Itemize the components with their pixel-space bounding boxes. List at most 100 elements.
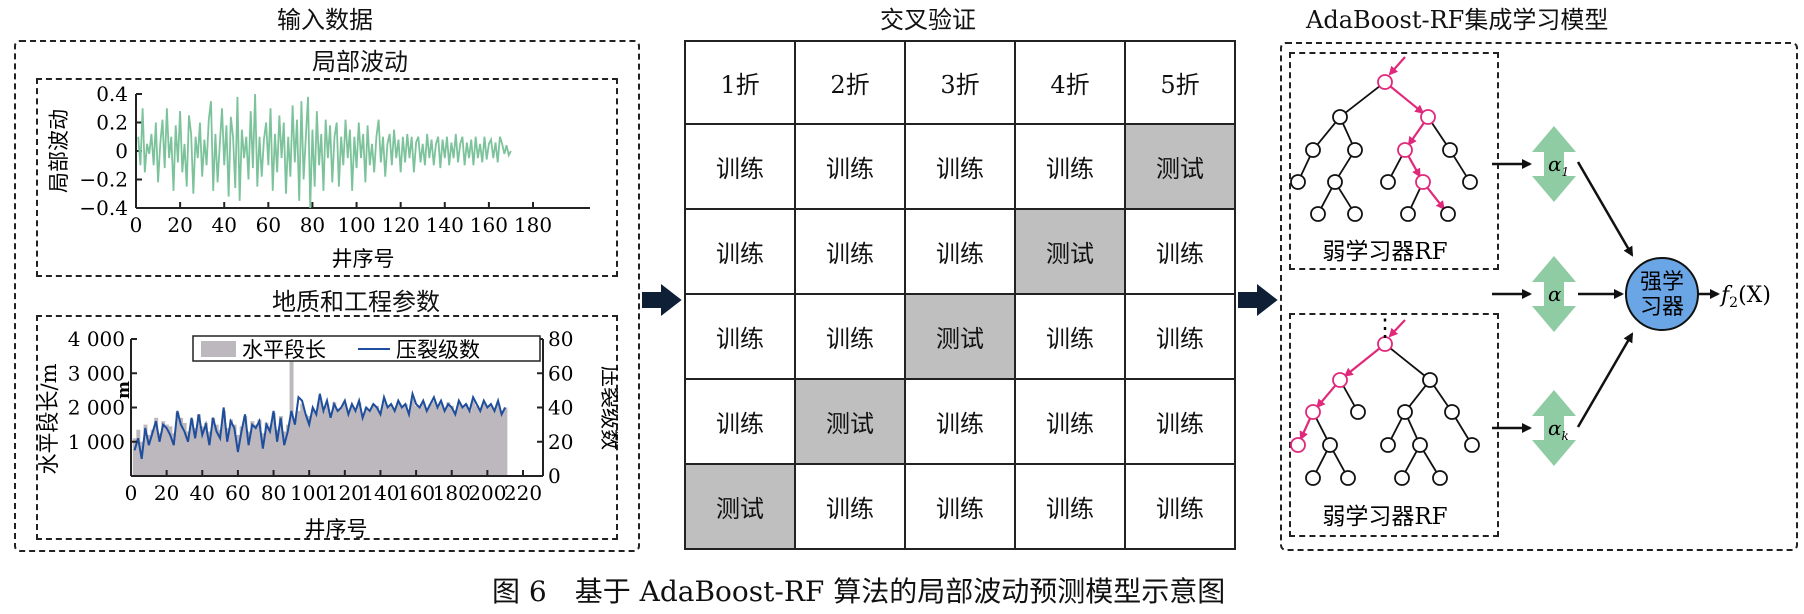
tree-edge: [1300, 155, 1311, 177]
chart1-ytick-label: 0: [115, 139, 128, 163]
tree-edge-highlight: [1299, 417, 1312, 441]
chart2-bar: [214, 424, 219, 476]
tree-node: [1350, 404, 1366, 420]
chart2-bar: [275, 429, 280, 476]
cv-cell-train: 训练: [904, 463, 1016, 550]
chart2-bar: [396, 402, 401, 476]
weight-to-strong-arrows: [1576, 161, 1634, 428]
chart1-xtick-label: 60: [256, 213, 281, 237]
chart2-bar: [318, 400, 323, 476]
chart1-ytick-label: −0.2: [79, 168, 128, 192]
weak-learner-label-top: 弱学习器RF: [1322, 239, 1447, 265]
cv-cell-train: 训练: [1124, 208, 1236, 295]
cv-cell-train: 训练: [684, 123, 796, 210]
chart2-bar: [157, 433, 162, 476]
chart2-xlabel: 井序号: [305, 517, 368, 541]
tree-node-highlight: [1415, 174, 1431, 190]
chart2-xtick-label: 220: [504, 481, 542, 505]
chart2-bar: [367, 409, 372, 476]
cv-cell-test: 测试: [1014, 208, 1126, 295]
tree-edge: [1452, 155, 1468, 177]
chart2-xtick-label: 160: [397, 481, 435, 505]
chart1-xtick-label: 180: [514, 213, 552, 237]
chart2-bar: [435, 407, 440, 476]
tree-edge-highlight: [1316, 384, 1337, 409]
chart2-xtick-label: 40: [190, 481, 215, 505]
tree-node: [1380, 174, 1396, 190]
chart2-bar: [164, 424, 169, 476]
chart2-bar: [489, 405, 494, 476]
chart2-bar: [289, 357, 294, 476]
weight-icon: α1: [1532, 126, 1576, 202]
chart2-xtick-label: 0: [125, 481, 138, 505]
tree-edge: [1433, 385, 1449, 407]
chart2-ytick-left-label: 2 000: [68, 396, 125, 420]
chart1-title: 局部波动: [312, 48, 408, 76]
chart2-bar: [407, 410, 412, 476]
tree-node: [1322, 437, 1338, 453]
chart2-bar: [343, 404, 347, 476]
chart2-bar: [335, 409, 340, 476]
model-section-title: AdaBoost-RF集成学习模型: [1306, 6, 1609, 34]
tree-edge-highlight: [1407, 155, 1421, 178]
cv-cell-train: 训练: [1014, 463, 1126, 550]
tree-edge: [1390, 155, 1403, 177]
tree-edge: [1422, 450, 1438, 473]
input-data-panel: [14, 40, 640, 552]
cv-cell-train: 训练: [1124, 378, 1236, 465]
tree-node-highlight: [1305, 404, 1321, 420]
chart2-legend: 水平段长 压裂级数: [192, 335, 541, 362]
chart2-bar: [378, 410, 383, 476]
tree-edge: [1404, 450, 1418, 473]
chart2-bar: [229, 419, 233, 476]
chart2-bar: [196, 414, 201, 476]
cv-cell-train: 训练: [794, 123, 906, 210]
cv-cell-train: 训练: [1124, 463, 1236, 550]
tree-node: [1340, 470, 1356, 486]
tree-edge-highlight: [1407, 122, 1425, 146]
chart2-bar: [389, 405, 394, 476]
chart1-xtick-label: 80: [300, 213, 325, 237]
chart2-bar: [499, 410, 504, 476]
tree-node: [1327, 174, 1343, 190]
decision-tree-top: [1290, 56, 1478, 222]
cv-cell-train: 训练: [684, 293, 796, 380]
chart2-bar: [471, 400, 476, 476]
chart2-xtick-label: 180: [433, 481, 471, 505]
chart2-bar: [207, 431, 212, 476]
cv-cell-train: 训练: [684, 208, 796, 295]
chart2-bar: [307, 416, 312, 476]
chart1-xtick-label: 40: [211, 213, 236, 237]
tree-node-highlight: [1420, 109, 1436, 125]
chart2-bar: [439, 404, 444, 476]
chart2-bar: [225, 428, 230, 476]
chart1-ytick-label: 0.4: [96, 82, 128, 106]
chart1-ylabel: 局部波动: [47, 109, 71, 193]
tree-node-highlight: [1290, 437, 1306, 453]
tree-edge: [1332, 450, 1346, 473]
chart2-bar: [182, 422, 187, 476]
chart2-series-line: [133, 389, 507, 460]
chart2-ytick-left-label: 4 000: [68, 327, 125, 351]
input-section-title: 输入数据: [277, 6, 373, 34]
chart2-bar: [410, 398, 415, 476]
tree-edge: [1407, 418, 1418, 439]
tree-node: [1400, 206, 1416, 222]
tree-edge: [1342, 385, 1356, 407]
tree-edge: [1316, 121, 1337, 146]
chart2-bar: [467, 410, 472, 476]
chart2-ytick-right-label: 60: [548, 361, 573, 385]
flow-arrow-middle: [1238, 283, 1278, 317]
cv-cell-train: 训练: [794, 293, 906, 380]
chart2-bar: [136, 429, 141, 476]
chart2-title: 地质和工程参数: [272, 288, 440, 316]
tree-node: [1347, 142, 1363, 158]
cv-cell-train: 训练: [1014, 293, 1126, 380]
chart2-bar: [485, 407, 490, 476]
chart1-xtick-label: 140: [426, 213, 464, 237]
chart2-xtick-label: 120: [326, 481, 364, 505]
tree-node: [1290, 174, 1306, 190]
